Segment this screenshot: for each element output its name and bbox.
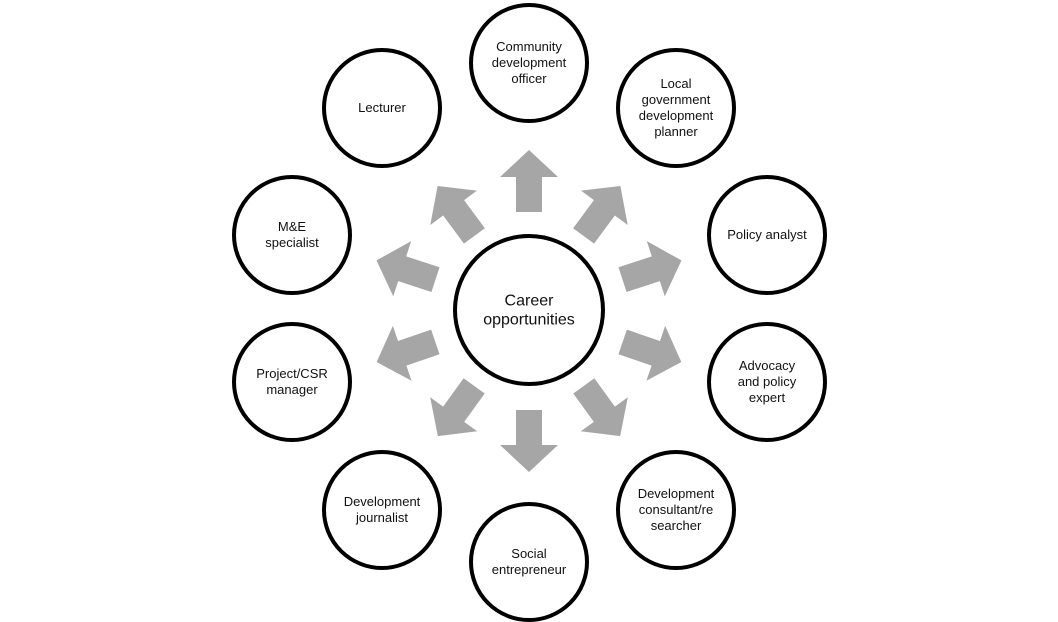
arrows-layer bbox=[376, 150, 682, 472]
node-label-line: Policy analyst bbox=[727, 227, 807, 242]
arrow-lecturer bbox=[430, 186, 485, 244]
node-label-line: Lecturer bbox=[358, 100, 406, 115]
node-circle bbox=[707, 175, 827, 295]
node-label-line: development bbox=[639, 108, 714, 123]
center-node: Career opportunities bbox=[453, 234, 605, 386]
node-label-line: entrepreneur bbox=[492, 562, 567, 577]
arrow-social-entrepreneur bbox=[500, 410, 558, 472]
node-label-line: expert bbox=[749, 390, 786, 405]
arrow-local-government-development-planner bbox=[573, 186, 628, 244]
center-label-line: opportunities bbox=[483, 312, 575, 329]
node-circle bbox=[469, 502, 589, 622]
node-label-line: Development bbox=[344, 494, 421, 509]
node-circle bbox=[232, 322, 352, 442]
node-label-line: specialist bbox=[265, 235, 319, 250]
node-label-line: Local bbox=[660, 76, 691, 91]
node-label-line: manager bbox=[266, 382, 318, 397]
node-circle bbox=[616, 48, 736, 168]
node-label-line: government bbox=[642, 92, 711, 107]
node-lecturer: Lecturer bbox=[322, 48, 442, 168]
node-circle bbox=[322, 450, 442, 570]
arrow-project-csr-manager bbox=[376, 325, 440, 381]
node-label-line: Social bbox=[511, 546, 547, 561]
center-circle bbox=[453, 234, 605, 386]
node-circle bbox=[707, 322, 827, 442]
node-label-line: M&E bbox=[278, 219, 307, 234]
node-label-line: searcher bbox=[651, 518, 702, 533]
node-circle bbox=[322, 48, 442, 168]
node-label-line: and policy bbox=[738, 374, 797, 389]
node-circle bbox=[616, 450, 736, 570]
node-circle bbox=[232, 175, 352, 295]
node-label-line: planner bbox=[654, 124, 698, 139]
arrow-me-specialist bbox=[376, 241, 440, 297]
node-label-line: Project/CSR bbox=[256, 366, 328, 381]
node-label-line: officer bbox=[511, 71, 547, 86]
node-label-line: consultant/re bbox=[639, 502, 713, 517]
node-label-line: Advocacy bbox=[739, 358, 796, 373]
node-label-line: journalist bbox=[355, 510, 408, 525]
node-circle bbox=[469, 3, 589, 123]
node-label-line: development bbox=[492, 55, 567, 70]
arrow-community-development-officer bbox=[500, 150, 558, 212]
arrow-development-consultant-researcher bbox=[573, 378, 628, 437]
arrow-development-journalist bbox=[430, 378, 485, 437]
node-policy-analyst: Policy analyst bbox=[707, 175, 827, 295]
center-label-line: Career bbox=[505, 293, 555, 310]
node-label-line: Community bbox=[496, 39, 562, 54]
node-label-line: Development bbox=[638, 486, 715, 501]
arrow-advocacy-and-policy-expert bbox=[618, 325, 682, 381]
arrow-policy-analyst bbox=[618, 241, 682, 297]
